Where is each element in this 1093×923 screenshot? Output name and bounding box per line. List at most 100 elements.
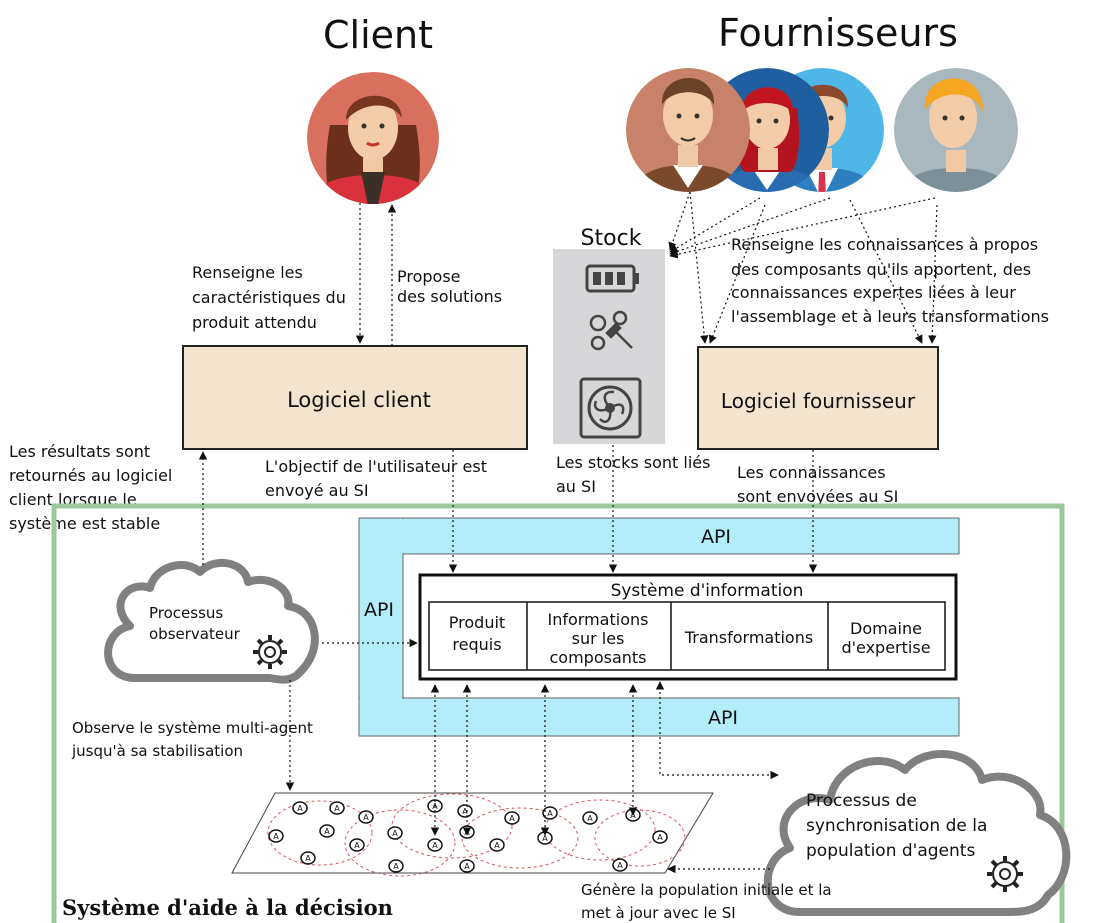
observes-line-2: jusqu'à sa stabilisation [71, 742, 243, 760]
agent-node: A [268, 829, 284, 843]
sync-process-line-2: synchronisation de la [806, 816, 987, 836]
api-bottom-label: API [708, 707, 738, 729]
agent-label: A [392, 829, 398, 838]
agent-label: A [464, 828, 470, 837]
agent-label: A [617, 861, 623, 870]
radiator-fan-icon [579, 377, 642, 439]
agent-node: A [292, 801, 308, 815]
cell-expertise-line-1: Domaine [850, 619, 922, 638]
agent-label: A [305, 854, 311, 863]
propose-line-2: des solutions [397, 287, 502, 306]
stocks-linked-line-2: au SI [556, 477, 596, 496]
agent-node: A [358, 810, 374, 824]
supplier-annotation-line-4: l'assemblage et à leurs transformations [731, 307, 1049, 326]
bolts-and-nuts-icon [589, 310, 633, 351]
decision-support-title: Système d'aide à la décision [62, 895, 393, 920]
objective-sent-line-1: L'objectif de l'utilisateur est [265, 457, 487, 476]
api-left-label: API [364, 599, 394, 621]
generates-line-1: Génère la population initiale et la [581, 881, 832, 899]
observer-process-line-2: observateur [149, 625, 241, 643]
agent-label: A [324, 827, 330, 836]
agent-node: A [582, 811, 598, 825]
client-avatar [307, 72, 439, 204]
cell-transformations: Transformations [684, 628, 813, 647]
suppliers-title: Fournisseurs [718, 11, 958, 55]
sync-gear-icon [987, 856, 1023, 892]
client-title: Client [323, 13, 433, 57]
client-describe-line-1: Renseigne les [192, 263, 303, 282]
client-describe-line-3: produit attendu [192, 313, 317, 332]
cell-expertise-line-2: d'expertise [841, 638, 930, 657]
flow-arrows [198, 191, 938, 874]
cell-component-info-line-2: sur les [572, 629, 625, 648]
supplier-software-label: Logiciel fournisseur [721, 389, 916, 413]
agent-node: A [537, 831, 553, 845]
sync-process-line-1: Processus de [806, 791, 917, 811]
supplier-annotation-line-3: connaissances expertes liées à leur [731, 283, 1016, 302]
supplier-avatar-4 [894, 68, 1018, 192]
propose-line-1: Propose [397, 267, 461, 286]
agent-node: A [349, 838, 365, 852]
generates-line-2: met à jour avec le SI [581, 904, 736, 922]
agent-node: A [457, 804, 473, 818]
agent-label: A [630, 811, 636, 820]
results-returned-line-1: Les résultats sont [9, 442, 150, 461]
information-system-title: Système d'information [611, 581, 804, 601]
agent-label: A [297, 804, 303, 813]
agent-clusters [267, 793, 686, 877]
agent-label: A [657, 833, 663, 842]
agent-node: A [489, 838, 505, 852]
cell-component-info-line-1: Informations [548, 610, 649, 629]
objective-sent-line-2: envoyé au SI [265, 481, 369, 500]
results-returned-line-4: système est stable [9, 514, 160, 533]
agent-node: A [612, 858, 628, 872]
agent-node: A [319, 824, 335, 838]
supplier-avatar-1 [626, 68, 750, 192]
api-top-label: API [701, 526, 731, 548]
agent-node: A [388, 859, 404, 873]
stock-title: Stock [581, 226, 642, 251]
agent-node: A [427, 838, 443, 852]
agent-node: A [542, 806, 558, 820]
agent-node: A [459, 859, 475, 873]
stocks-linked-line-1: Les stocks sont liés [556, 453, 710, 472]
agent-label: A [542, 834, 548, 843]
cell-required-product-line-2: requis [452, 635, 501, 654]
client-describe-line-2: caractéristiques du [192, 288, 346, 307]
knowledge-sent-line-2: sont envoyées au SI [737, 487, 898, 506]
agent-label: A [354, 841, 360, 850]
cell-required-product-line-1: Produit [449, 613, 505, 632]
supplier-annotation-line-2: des composants qu'ils apportent, des [731, 260, 1031, 279]
agent-label: A [393, 862, 399, 871]
agent-label: A [547, 809, 553, 818]
agent-node: A [504, 811, 520, 825]
agent-label: A [464, 862, 470, 871]
client-software-label: Logiciel client [287, 388, 431, 412]
agent-label: A [363, 813, 369, 822]
agent-label: A [494, 841, 500, 850]
results-returned-line-2: retournés au logiciel [9, 466, 172, 485]
agent-label: A [509, 814, 515, 823]
supplier-software-box [697, 346, 939, 450]
information-system-table [428, 601, 946, 671]
observer-process-line-1: Processus [149, 604, 223, 622]
observer-gear-icon [253, 635, 287, 669]
knowledge-sent-line-1: Les connaissances [737, 463, 886, 482]
decision-support-frame [51, 503, 1065, 923]
agent-label: A [587, 814, 593, 823]
sync-process-line-3: population d'agents [806, 841, 975, 861]
cell-component-info-line-3: composants [549, 648, 646, 667]
agent-node: A [387, 826, 403, 840]
agent-node: A [329, 801, 345, 815]
observer-process-cloud [104, 559, 319, 684]
observes-line-1: Observe le système multi-agent [72, 719, 313, 737]
battery-icon [585, 264, 639, 293]
agent-node: A [652, 830, 668, 844]
agent-label: A [334, 804, 340, 813]
agent-label: A [432, 841, 438, 850]
client-software-box [182, 345, 528, 450]
agent-node: A [300, 851, 316, 865]
supplier-annotation-line-1: Renseigne les connaissances à propos [731, 235, 1038, 254]
agent-label: A [273, 832, 279, 841]
